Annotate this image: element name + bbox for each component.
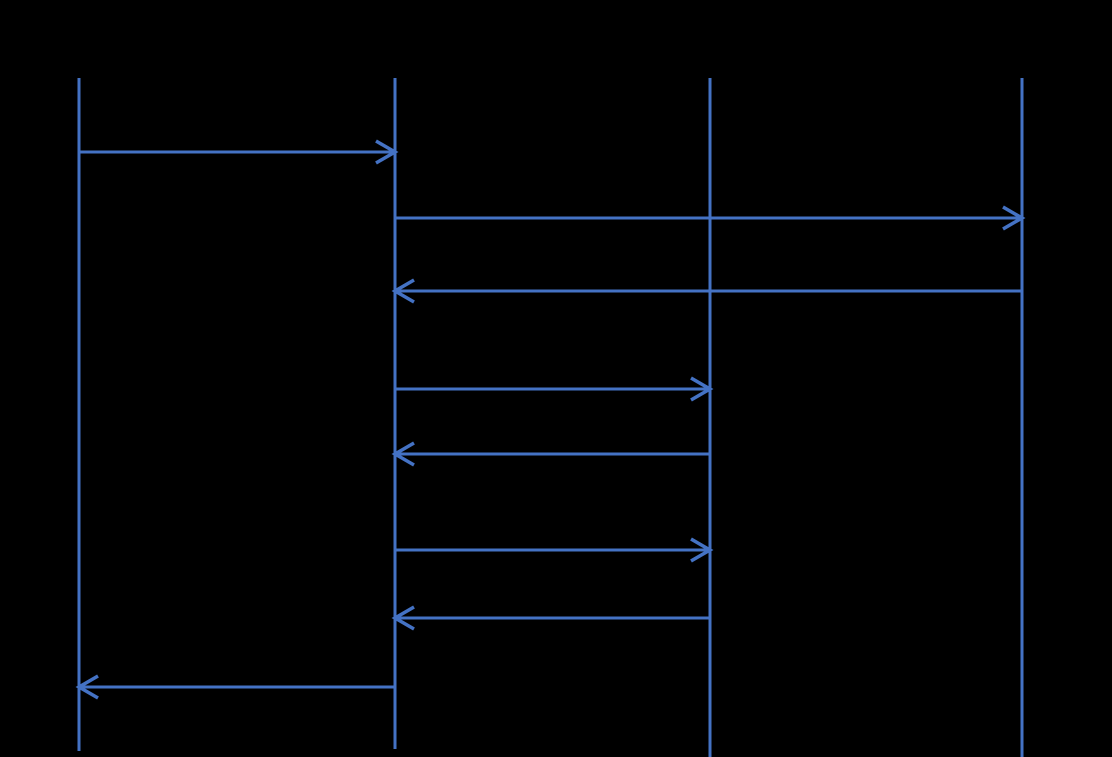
sequence-diagram xyxy=(75,78,1026,757)
sequence-diagram-canvas xyxy=(75,78,1026,757)
